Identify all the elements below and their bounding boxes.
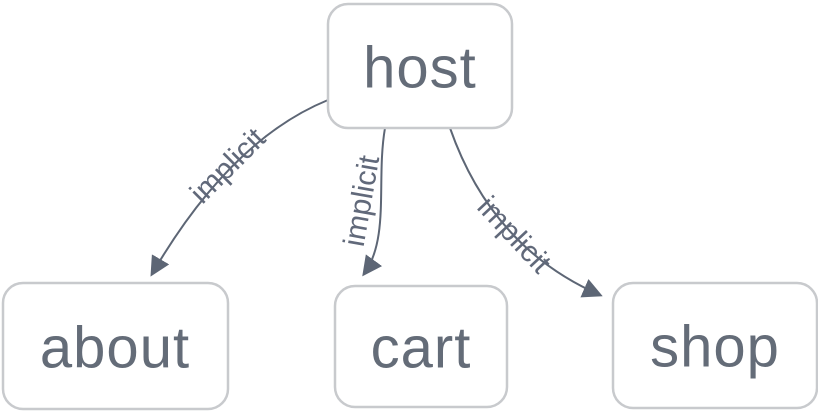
node-about: about [1,281,230,411]
node-host-box [326,2,514,130]
edge-label-host-about: implicit [184,121,273,210]
node-cart-box [333,284,509,409]
node-cart-label: cart [371,316,472,381]
edge-host-shop [449,127,603,298]
node-about-label: about [40,316,190,381]
node-about-box [1,281,230,411]
node-shop-label: shop [650,315,780,380]
edge-host-cart [362,127,386,277]
node-shop: shop [611,281,818,410]
node-shop-box [611,281,818,410]
node-host: host [326,2,514,130]
node-cart: cart [333,284,509,409]
edge-host-about [150,99,329,277]
node-host-label: host [363,36,477,101]
edge-label-host-shop: implicit [471,190,558,280]
